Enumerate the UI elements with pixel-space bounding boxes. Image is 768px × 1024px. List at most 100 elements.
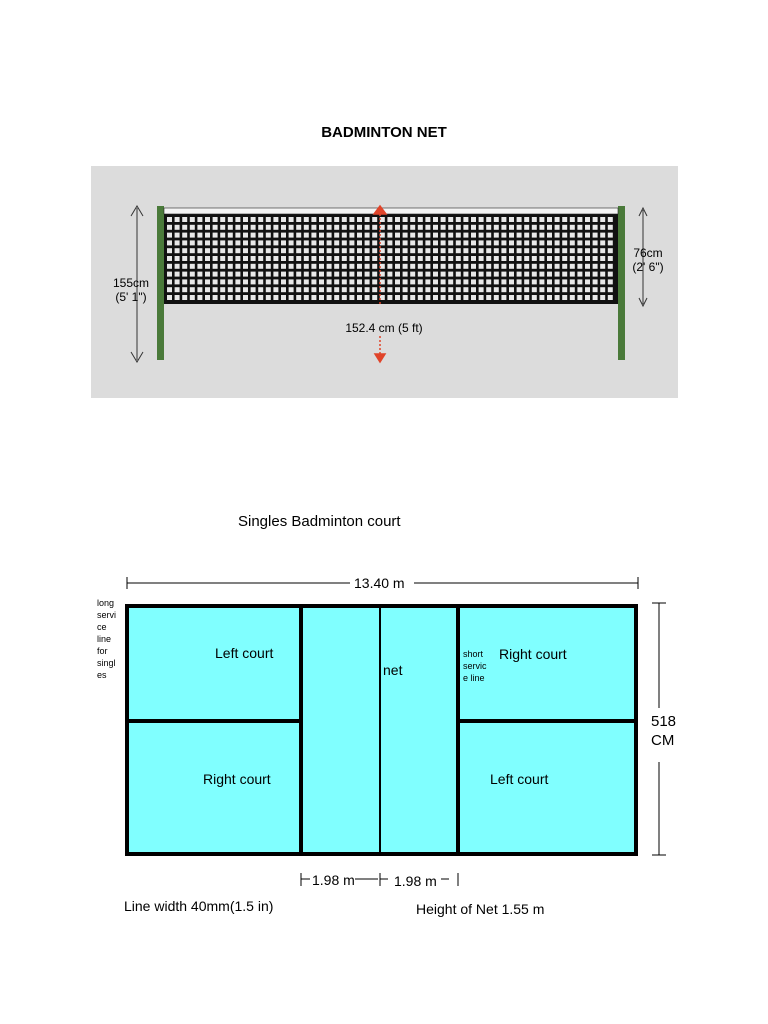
net-mesh-hole — [296, 232, 302, 238]
net-mesh-hole — [189, 240, 195, 246]
net-mesh-hole — [296, 287, 302, 293]
net-mesh-hole — [516, 279, 522, 285]
net-mesh-hole — [273, 248, 279, 254]
net-mesh-hole — [220, 240, 226, 246]
net-mesh-hole — [364, 279, 370, 285]
net-mesh-hole — [182, 256, 188, 261]
net-mesh-hole — [250, 287, 256, 293]
net-mesh-hole — [372, 256, 378, 261]
net-mesh-hole — [227, 263, 233, 269]
net-mesh-hole — [296, 295, 302, 300]
net-mesh-hole — [357, 279, 362, 285]
net-mesh-hole — [410, 295, 416, 300]
net-mesh-hole — [319, 295, 324, 300]
net-mesh-hole — [516, 217, 522, 222]
net-mesh-hole — [448, 271, 454, 277]
net-mesh-hole — [433, 263, 438, 269]
net-mesh-hole — [501, 271, 507, 277]
net-mesh-hole — [585, 224, 590, 230]
net-mesh-hole — [493, 256, 499, 261]
net-mesh-hole — [205, 217, 210, 222]
net-mesh-hole — [607, 271, 613, 277]
right-service-dim-label: 1.98 m — [394, 873, 437, 889]
net-mesh-hole — [569, 240, 575, 246]
net-mesh-hole — [357, 217, 362, 222]
net-mesh-hole — [455, 240, 461, 246]
net-mesh-hole — [585, 279, 590, 285]
net-mesh-hole — [569, 232, 575, 238]
net-mesh-hole — [379, 232, 385, 238]
net-mesh-hole — [349, 295, 355, 300]
net-mesh-hole — [258, 271, 264, 277]
net-mesh-hole — [227, 232, 233, 238]
net-mesh-hole — [569, 248, 575, 254]
net-mesh-hole — [471, 224, 476, 230]
net-mesh-hole — [296, 263, 302, 269]
net-mesh-hole — [334, 279, 340, 285]
net-mesh-hole — [410, 271, 416, 277]
net-mesh-hole — [577, 217, 583, 222]
net-mesh-hole — [227, 279, 233, 285]
net-mesh-hole — [433, 240, 438, 246]
net-mesh-hole — [501, 240, 507, 246]
net-mesh-hole — [265, 295, 271, 300]
net-mesh-hole — [539, 271, 545, 277]
net-mesh-hole — [585, 287, 590, 293]
net-mesh-hole — [539, 295, 545, 300]
net-mesh-hole — [395, 232, 400, 238]
net-mesh-hole — [607, 263, 613, 269]
net-mesh-hole — [167, 279, 172, 285]
net-mesh-hole — [417, 279, 423, 285]
net-mesh-hole — [258, 263, 264, 269]
net-mesh-hole — [372, 240, 378, 246]
net-top-tape — [163, 207, 619, 215]
net-mesh-hole — [410, 224, 416, 230]
net-mesh-hole — [440, 256, 446, 261]
net-mesh-hole — [478, 248, 484, 254]
net-mesh-hole — [417, 240, 423, 246]
net-mesh-hole — [600, 248, 606, 254]
net-mesh-hole — [288, 217, 294, 222]
net-mesh-hole — [205, 256, 210, 261]
net-mesh-hole — [258, 279, 264, 285]
net-mesh-hole — [220, 295, 226, 300]
net-mesh-hole — [531, 295, 537, 300]
net-mesh-hole — [326, 248, 332, 254]
net-mesh-hole — [296, 279, 302, 285]
net-mesh-hole — [531, 248, 537, 254]
net-mesh-hole — [562, 232, 568, 238]
net-mesh-hole — [334, 217, 340, 222]
net-mesh-hole — [387, 224, 393, 230]
net-mesh-hole — [493, 287, 499, 293]
net-mesh-hole — [425, 279, 431, 285]
net-mesh-hole — [357, 295, 362, 300]
net-mesh-hole — [273, 217, 279, 222]
net-mesh-hole — [547, 248, 552, 254]
net-mesh-hole — [425, 287, 431, 293]
net-mesh-hole — [463, 232, 469, 238]
net-mesh-hole — [341, 232, 347, 238]
net-mesh-hole — [364, 263, 370, 269]
net-mesh-hole — [516, 248, 522, 254]
net-mesh-hole — [417, 287, 423, 293]
net-mesh-hole — [250, 256, 256, 261]
net-mesh-hole — [227, 240, 233, 246]
net-mesh-hole — [174, 287, 180, 293]
net-mesh-hole — [372, 271, 378, 277]
net-mesh-hole — [493, 224, 499, 230]
net-mesh-hole — [471, 263, 476, 269]
net-mesh-hole — [311, 224, 317, 230]
net-mesh-hole — [562, 248, 568, 254]
net-mesh-hole — [531, 263, 537, 269]
net-mesh-hole — [296, 256, 302, 261]
net-mesh-hole — [516, 271, 522, 277]
net-mesh-hole — [281, 248, 286, 254]
net-mesh-hole — [235, 240, 241, 246]
net-mesh-hole — [303, 287, 309, 293]
net-mesh-hole — [471, 217, 476, 222]
net-mesh-hole — [455, 217, 461, 222]
net-mesh-hole — [364, 224, 370, 230]
net-mesh-hole — [440, 240, 446, 246]
net-mesh-hole — [524, 224, 530, 230]
net-mesh-hole — [265, 248, 271, 254]
